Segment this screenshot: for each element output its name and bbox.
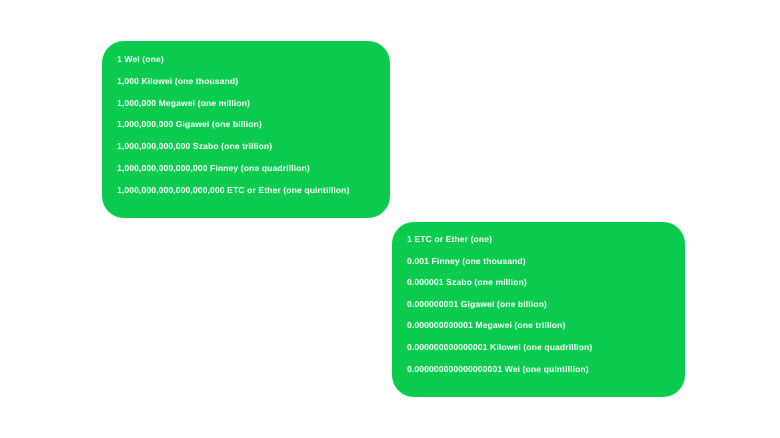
list-item: 1,000,000,000 Gigawei (one billion) — [117, 119, 262, 130]
list-item: 1,000,000,000,000,000 Finney (one quadri… — [117, 162, 310, 173]
list-item: 1,000,000,000,000 Szabo (one trillion) — [117, 141, 273, 152]
list-item: 0.000001 Szabo (one million) — [407, 277, 527, 288]
list-item: 1,000,000 Megawei (one million) — [117, 97, 251, 108]
list-item: 0.001 Finney (one thousand) — [407, 255, 526, 266]
list-item: 1,000,000,000,000,000,000 ETC or Ether (… — [117, 184, 350, 195]
ether-denomination-card: 1 ETC or Ether (one) 0.001 Finney (one t… — [392, 222, 685, 397]
list-item: 1 ETC or Ether (one) — [407, 234, 493, 244]
list-item: 1,000 Kilowei (one thousand) — [117, 75, 239, 86]
list-item: 0.000000001 Gigawei (one billion) — [407, 298, 547, 309]
list-item: 0.000000000001 Megawei (one trillion) — [407, 320, 566, 331]
list-item: 1 Wei (one) — [117, 54, 164, 64]
ether-denomination-list: 1 ETC or Ether (one) 0.001 Finney (one t… — [405, 235, 669, 373]
list-item: 0.000000000000000001 Wei (one quintillio… — [407, 363, 589, 374]
list-item: 0.000000000000001 Kilowei (one quadrilli… — [407, 341, 593, 352]
wei-denomination-list: 1 Wei (one) 1,000 Kilowei (one thousand)… — [115, 55, 374, 194]
wei-denomination-card: 1 Wei (one) 1,000 Kilowei (one thousand)… — [102, 41, 390, 218]
